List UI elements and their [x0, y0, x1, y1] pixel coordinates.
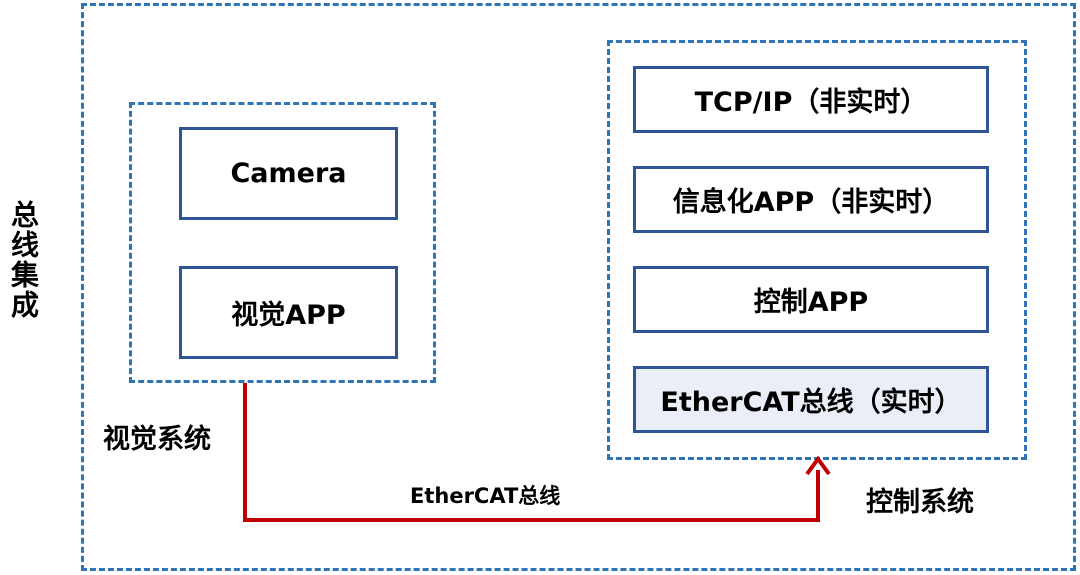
control-system-label: 控制系统 — [866, 487, 974, 518]
vision-app-block: 视觉APP — [179, 266, 398, 359]
ethercat-realtime-block: EtherCAT总线（实时） — [633, 366, 989, 433]
bus-integration-frame — [81, 3, 1076, 571]
camera-block: Camera — [179, 127, 398, 220]
vision-system-label: 视觉系统 — [103, 424, 211, 455]
tcpip-block: TCP/IP（非实时） — [633, 66, 989, 133]
ethercat-connection-label: EtherCAT总线 — [410, 484, 561, 508]
bus-integration-label: 总线集成 — [7, 200, 40, 320]
ethercat-connection-arrowhead — [805, 455, 831, 476]
vision-system-frame — [129, 102, 436, 383]
ethercat-connection-line — [243, 383, 820, 522]
info-app-block: 信息化APP（非实时） — [633, 166, 989, 233]
control-app-block: 控制APP — [633, 266, 989, 333]
